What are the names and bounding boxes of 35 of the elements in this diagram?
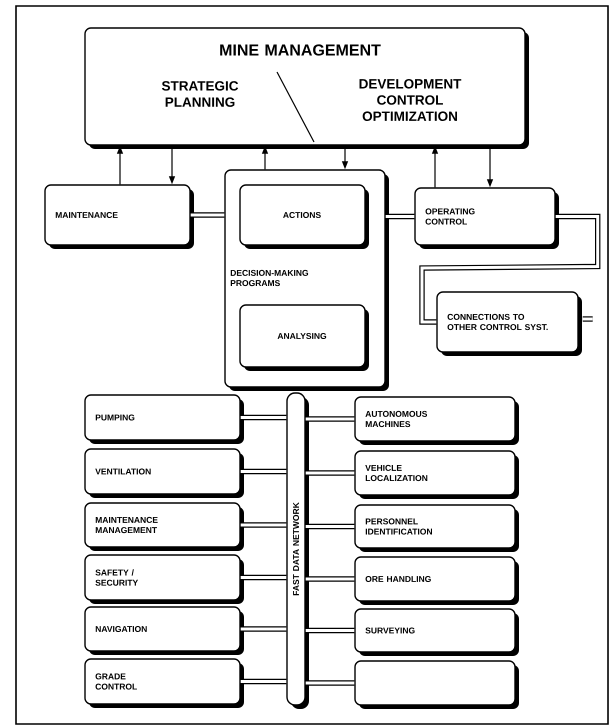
management-box: MINE MANAGEMENT STRATEGIC PLANNING DEVELOPMENT CONTROL OPTIMIZATION xyxy=(84,27,529,149)
double-line-connector xyxy=(306,470,354,476)
double-line-connector xyxy=(240,468,286,474)
process-box: PUMPING xyxy=(84,394,244,444)
process-box: VENTILATION xyxy=(84,448,244,498)
double-line-connector xyxy=(240,574,286,580)
double-line-connector xyxy=(240,626,286,632)
process-box: ACTIONS xyxy=(239,184,369,249)
process-box: AUTONOMOUS MACHINES xyxy=(354,396,519,445)
network-bus: FAST DATA NETWORK xyxy=(286,392,309,709)
process-box: CONNECTIONS TO OTHER CONTROL SYST. xyxy=(436,291,582,356)
process-box: OPERATING CONTROL xyxy=(414,187,559,249)
double-line-connector xyxy=(190,212,224,218)
double-line-connector xyxy=(419,214,600,325)
process-box: SAFETY / SECURITY xyxy=(84,554,244,604)
process-box: SURVEYING xyxy=(354,608,519,656)
double-line-connector xyxy=(306,576,354,582)
process-box: ANALYSING xyxy=(239,304,369,371)
double-line-connector xyxy=(386,214,414,220)
process-box: MAINTENANCE xyxy=(44,184,194,249)
double-line-connector xyxy=(240,522,286,528)
process-box: MAINTENANCE MANAGEMENT xyxy=(84,502,244,551)
double-line-connector xyxy=(306,524,354,530)
process-box: VEHICLE LOCALIZATION xyxy=(354,450,519,499)
process-box: NAVIGATION xyxy=(84,606,244,655)
connector-stub xyxy=(582,316,593,322)
double-line-connector xyxy=(306,416,354,422)
process-box: ORE HANDLING xyxy=(354,556,519,605)
process-box: PERSONNEL IDENTIFICATION xyxy=(354,504,519,552)
double-line-connector xyxy=(306,680,354,686)
double-line-connector xyxy=(240,678,286,684)
process-box: GRADE CONTROL xyxy=(84,658,244,708)
double-line-connector xyxy=(306,628,354,634)
empty-box xyxy=(354,660,519,709)
double-line-connector xyxy=(240,414,286,420)
